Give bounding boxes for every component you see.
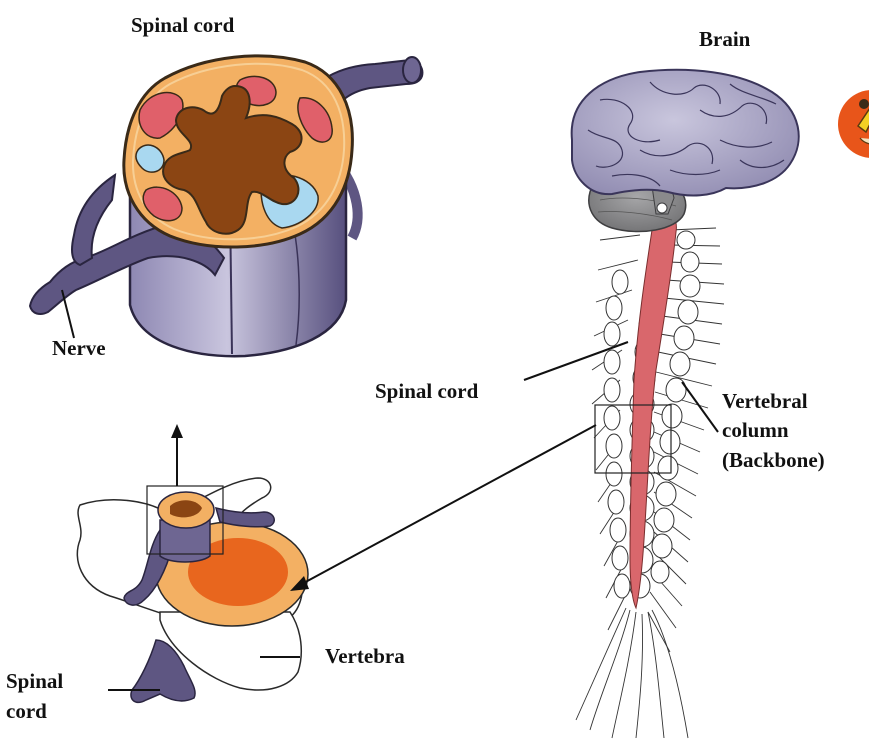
- label-spinal-cord-mid: Spinal cord: [375, 379, 478, 404]
- cerebrum: [572, 70, 799, 196]
- label-vertebra: Vertebra: [325, 644, 405, 669]
- badge-icon: [838, 90, 869, 158]
- nerve-leader: [62, 290, 74, 338]
- vertebra-illustration: [77, 424, 308, 702]
- diagonal-arrow-line: [300, 425, 596, 585]
- upper-nerve-end: [403, 57, 421, 83]
- label-spinal-cord-bottom: Spinal cord: [6, 666, 63, 727]
- label-spinal-cord-top: Spinal cord: [131, 13, 234, 38]
- label-nerve: Nerve: [52, 336, 106, 361]
- pons-dot: [657, 203, 667, 213]
- spinal-cord-cross-section: [30, 56, 422, 356]
- label-vertebral-column: Vertebral column (Backbone): [722, 387, 825, 475]
- leader-lines: [62, 290, 718, 690]
- label-brain: Brain: [699, 27, 750, 52]
- up-arrow-head: [171, 424, 183, 438]
